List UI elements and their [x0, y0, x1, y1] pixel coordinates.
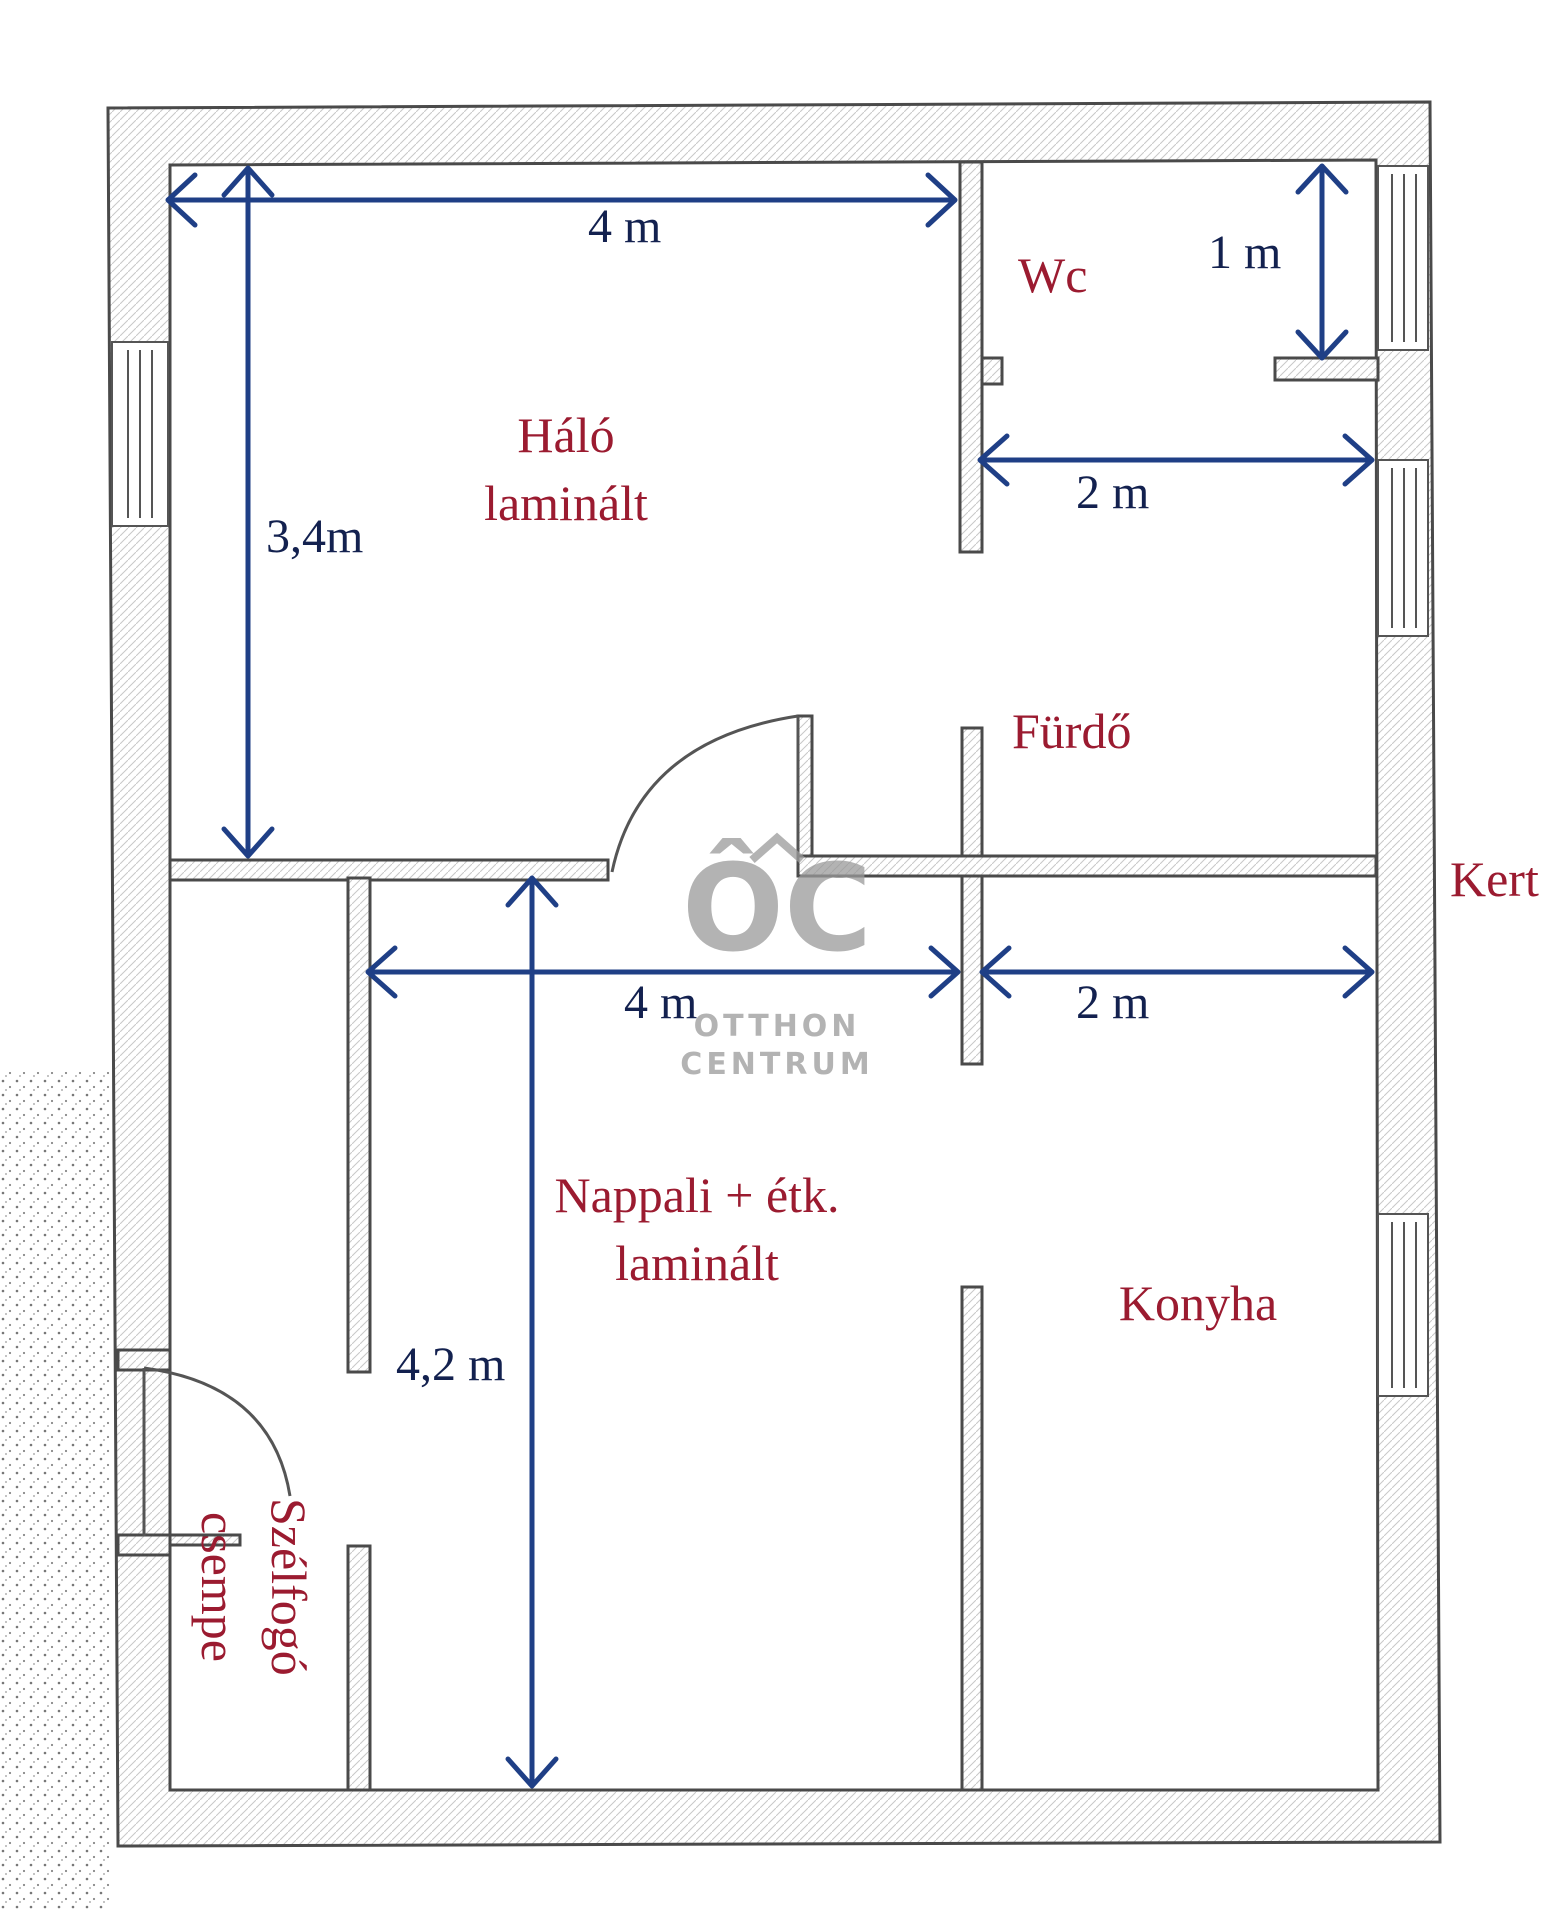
dim-nappali-width: 4 m: [624, 976, 697, 1029]
watermark-mark: ÔC: [682, 839, 872, 979]
dim-konyha-width: 2 m: [1076, 976, 1149, 1029]
room-floor-halo: laminált: [484, 475, 648, 531]
terrain-area: [0, 1072, 110, 1909]
dim-halo-width: 4 m: [588, 200, 661, 253]
watermark-line1: OTTHON: [694, 1009, 861, 1044]
room-floor-szelfogo: csempe: [191, 1512, 247, 1662]
watermark-logo: ÔC OTTHON CENTRUM: [680, 832, 873, 1082]
room-floor-nappali: laminált: [615, 1235, 779, 1291]
dim-wc-height: 1 m: [1208, 226, 1281, 279]
dim-halo-depth: 3,4m: [266, 510, 363, 563]
room-label-halo: Háló: [517, 407, 614, 463]
room-label-furdo: Fürdő: [1012, 703, 1131, 759]
room-label-konyha: Konyha: [1119, 1275, 1277, 1331]
garden-label: Kert: [1450, 851, 1539, 907]
dimension-lines: [165, 163, 1375, 1789]
room-label-wc: Wc: [1018, 247, 1087, 303]
doors: [142, 714, 800, 1536]
room-label-nappali: Nappali + étk.: [554, 1167, 839, 1223]
watermark-line2: CENTRUM: [680, 1047, 873, 1082]
dim-furdo-width: 2 m: [1076, 466, 1149, 519]
interior-walls: [116, 160, 1380, 1792]
dim-nappali-depth: 4,2 m: [396, 1338, 505, 1391]
room-label-szelfogo: Szélfogó: [261, 1498, 317, 1676]
windows: [111, 165, 1429, 1397]
